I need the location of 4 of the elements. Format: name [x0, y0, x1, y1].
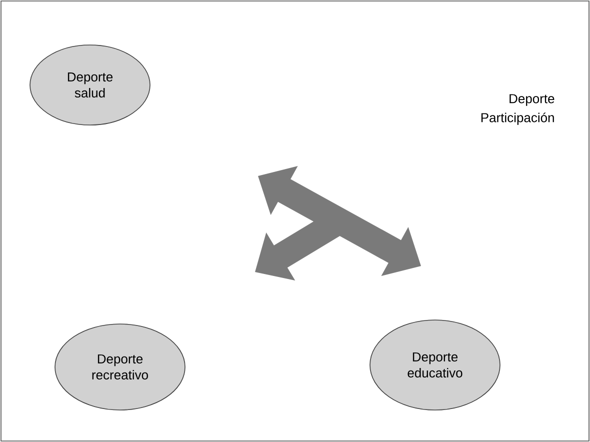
ellipse-node: Deporte salud: [30, 44, 150, 126]
label-text: Deporte Participación: [481, 94, 554, 125]
ellipse-node: Deporte educativo: [370, 320, 500, 410]
ellipse-node: Deporte recreativo: [54, 324, 186, 410]
